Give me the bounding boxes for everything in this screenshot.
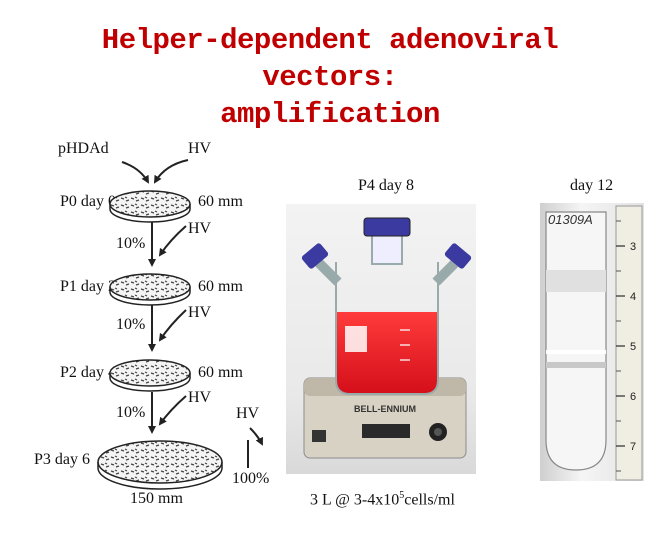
spinner-flask [301,218,473,394]
dish-p2 [110,360,190,391]
arrow-hv-side [250,428,262,444]
dish-p0 [110,191,190,222]
arrow-phdad [122,162,148,182]
arrow-hv2 [160,310,186,340]
ruler-mark-4: 4 [630,291,636,303]
arrow-hv1 [160,226,186,255]
tube-label: 01309A [548,212,593,227]
arrow-hv-top [155,160,188,182]
arrow-hv3 [160,396,186,424]
dish-p1 [110,274,190,305]
ruler-mark-7: 7 [630,441,636,453]
ruler-mark-6: 6 [630,391,636,403]
centrifuge-tube: 01309A [546,212,606,470]
ruler-mark-5: 5 [630,341,636,353]
stir-plate-brand: BELL-ENNIUM [354,404,416,414]
ruler-mark-3: 3 [630,241,636,253]
dish-p3 [98,441,222,489]
ruler [616,206,642,480]
